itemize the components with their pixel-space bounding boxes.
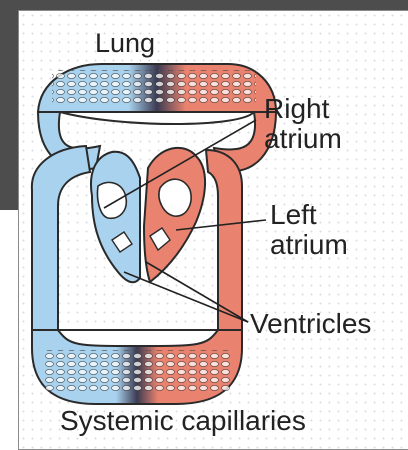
label-left-atrium: Left atrium xyxy=(270,200,348,260)
label-lung: Lung xyxy=(95,29,155,57)
label-right-atrium-text: Right atrium xyxy=(264,94,342,154)
label-systemic-capillaries: Systemic capillaries xyxy=(60,406,306,435)
label-right-atrium: Right atrium xyxy=(264,94,342,154)
label-ventricles: Ventricles xyxy=(250,309,371,338)
lung-capillaries xyxy=(38,64,276,112)
label-left-atrium-text: Left atrium xyxy=(270,200,348,260)
systemic-capillaries xyxy=(32,330,242,404)
heart-right-side xyxy=(91,152,140,283)
